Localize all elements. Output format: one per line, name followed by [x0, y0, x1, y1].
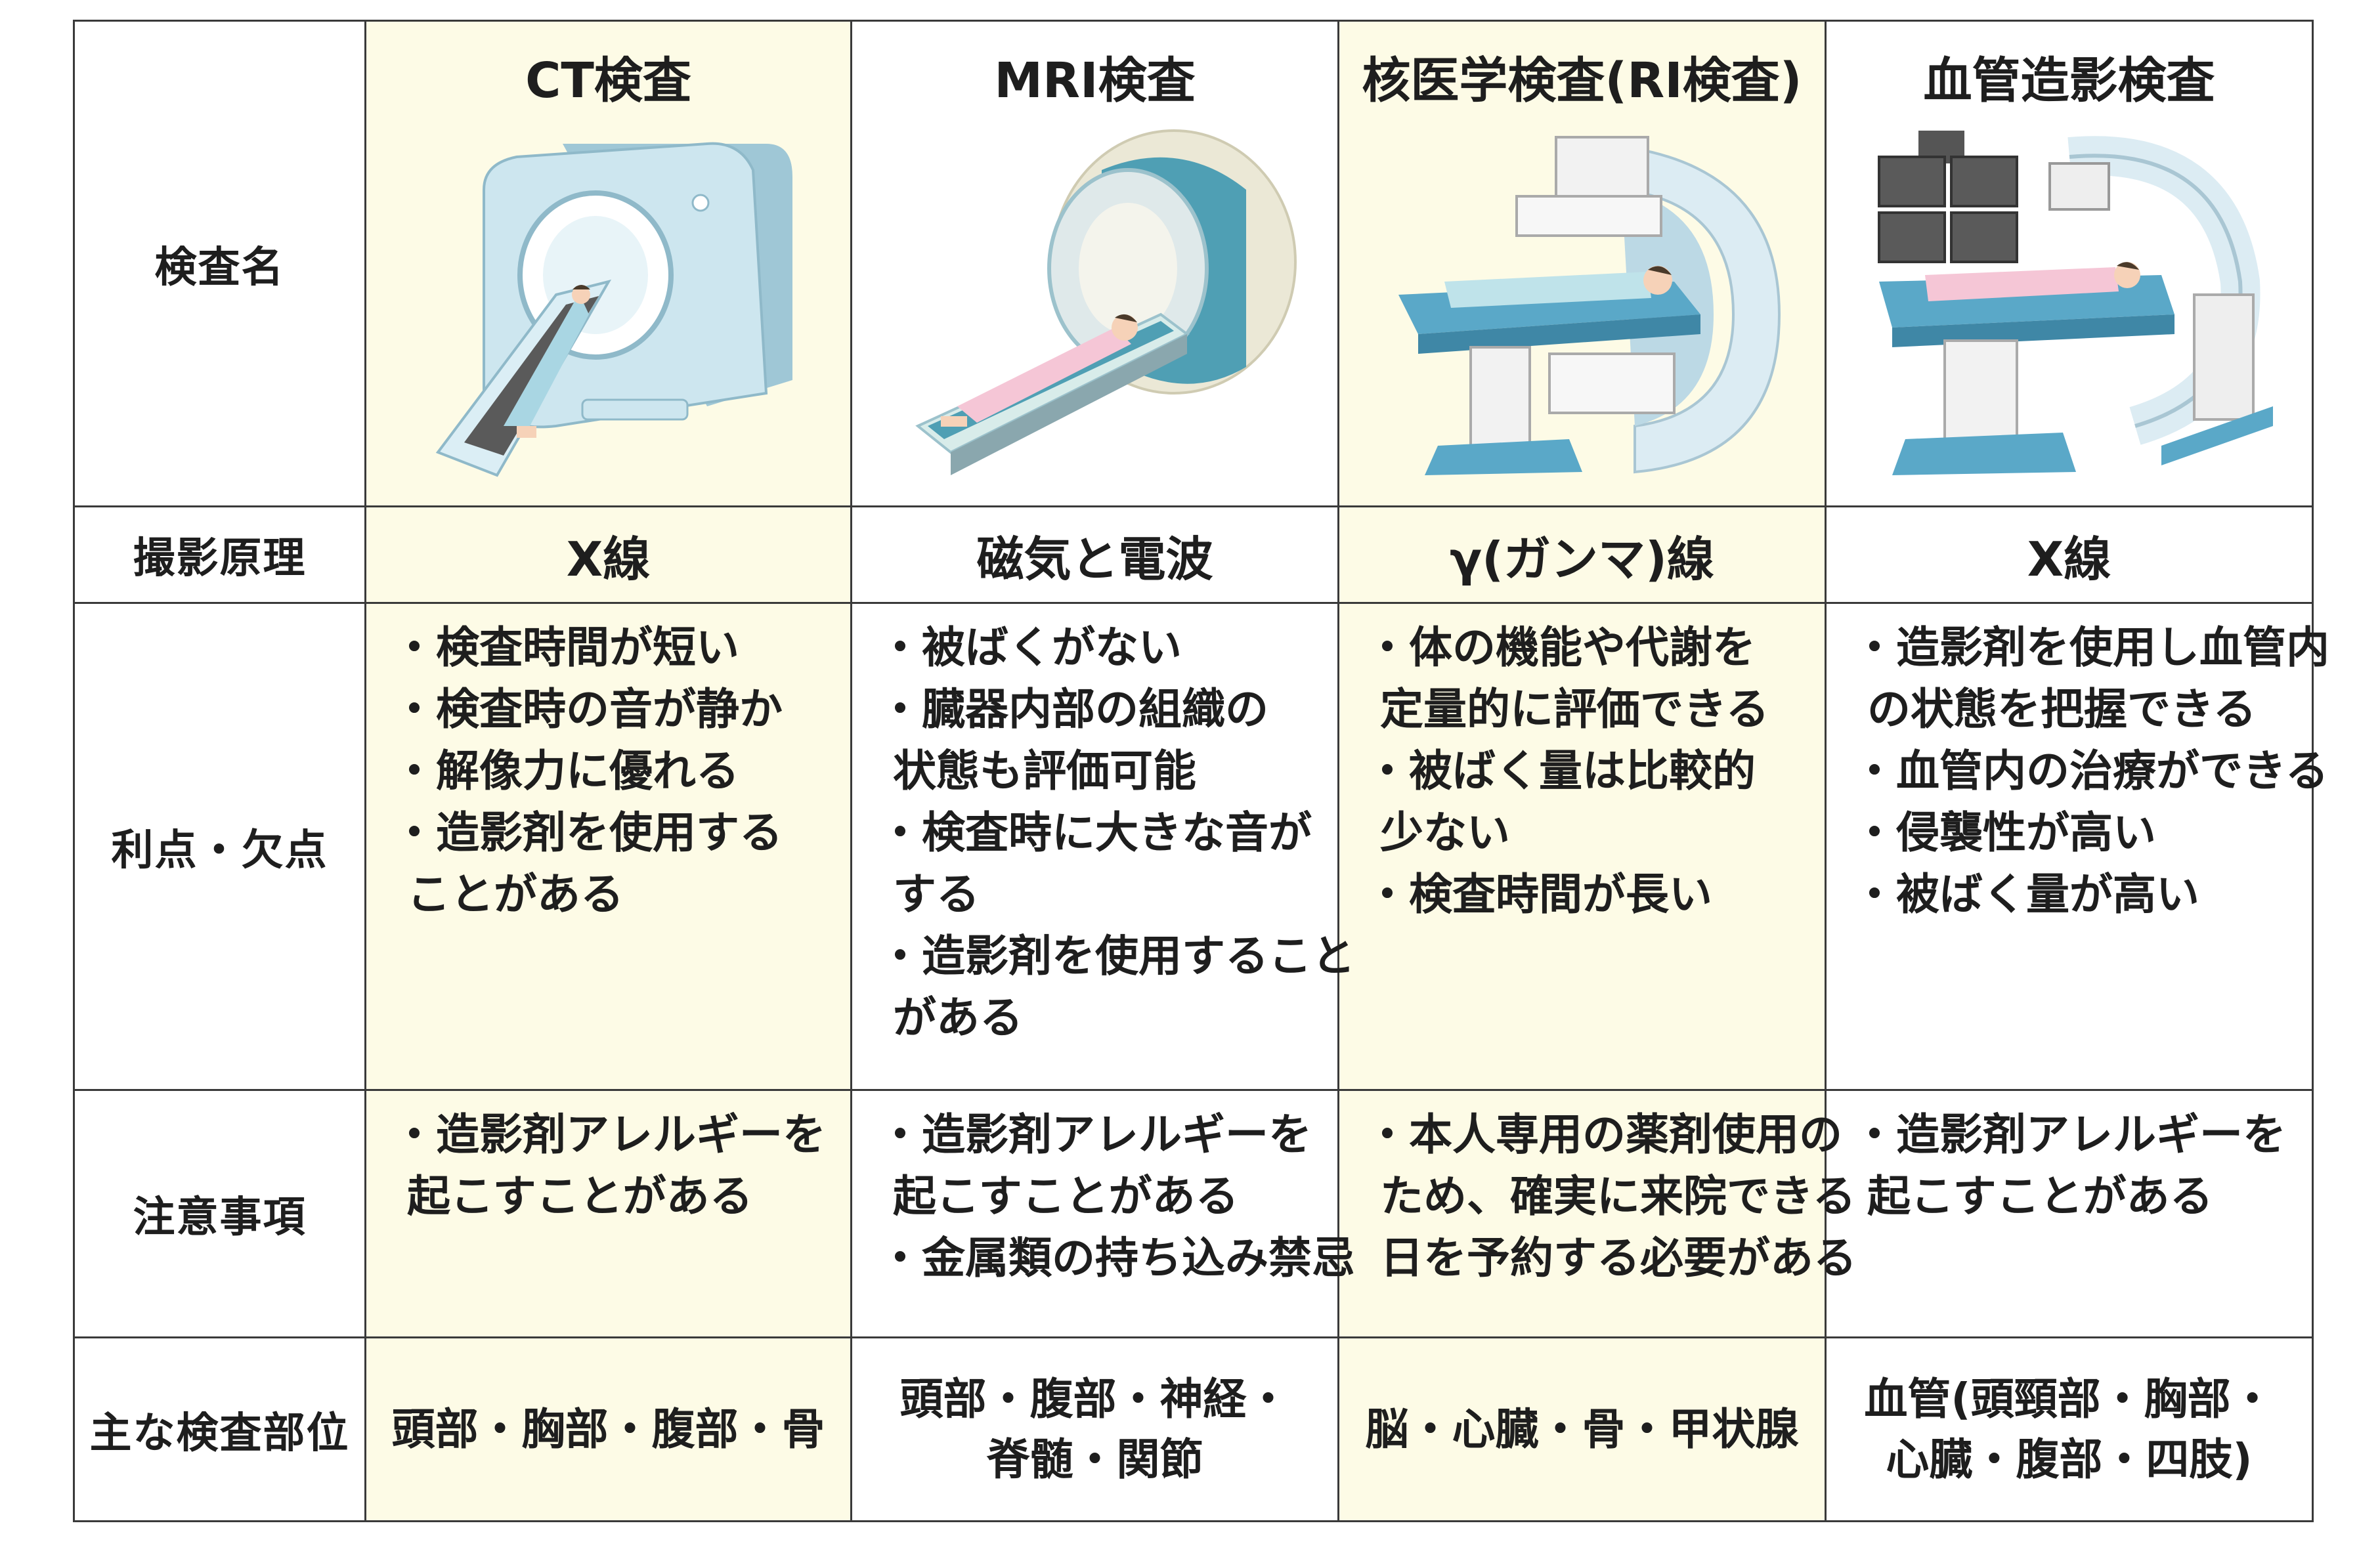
angio-notes: ・造影剤アレルギーを 起こすことがある [1825, 1089, 2314, 1338]
ct-notes-line-2: 起こすことがある [407, 1171, 753, 1222]
row-header-notes: 注意事項 [73, 1089, 366, 1338]
mri-scanner-illustration [915, 129, 1297, 475]
angiography-system-illustration [1877, 130, 2273, 475]
ct-pros-line-3: ・解像力に優れる [393, 746, 739, 796]
mri-parts: 頭部・腹部・神経・ 脊髄・関節 [850, 1336, 1339, 1522]
ct-parts-line-1: 頭部・胸部・腹部・骨 [391, 1403, 825, 1455]
row-principle: 撮影原理 X線 磁気と電波 γ(ガンマ)線 X線 [73, 505, 2314, 604]
row-pros-cons: 利点・欠点 ・検査時間が短い ・検査時の音が静か ・解像力に優れる ・造影剤を使… [73, 602, 2329, 1091]
ct-header-cell: CT検査 [364, 20, 852, 507]
mri-notes-line-3: ・金属類の持ち込み禁忌 [878, 1233, 1355, 1283]
angio-principle: X線 [1825, 505, 2314, 604]
row-notes: 注意事項 ・造影剤アレルギーを 起こすことがある ・造影剤アレルギーを 起こすこ… [73, 1089, 2314, 1338]
ct-parts: 頭部・胸部・腹部・骨 [364, 1336, 852, 1522]
angio-pros-line-2: の状態を把握できる [1867, 684, 2257, 735]
ri-notes-line-1: ・本人専用の薬剤使用の [1366, 1109, 1842, 1160]
mri-principle: 磁気と電波 [850, 505, 1339, 604]
ct-notes: ・造影剤アレルギーを 起こすことがある [364, 1089, 852, 1338]
row-header-principle: 撮影原理 [73, 505, 366, 604]
mri-pros-line-7: がある [893, 992, 1023, 1043]
mri-pros-cons: ・被ばくがない ・臓器内部の組織の 状態も評価可能 ・検査時に大きな音が する … [850, 602, 1355, 1091]
row-parts: 主な検査部位 頭部・胸部・腹部・骨 頭部・腹部・神経・ 脊髄・関節 脳・心臓・骨… [73, 1336, 2314, 1522]
mri-pros-line-4: ・検査時に大きな音が [878, 807, 1312, 858]
ct-pros-line-4: ・造影剤を使用する [393, 807, 783, 858]
angio-pros-line-3: ・血管内の治療ができる [1853, 746, 2329, 796]
ct-scanner-illustration [435, 142, 792, 477]
angio-pros-line-5: ・被ばく量が高い [1853, 869, 2199, 920]
ct-pros-cons: ・検査時間が短い ・検査時の音が静か ・解像力に優れる ・造影剤を使用する こと… [364, 602, 852, 1091]
ct-pros-line-1: ・検査時間が短い [393, 622, 739, 673]
ri-pros-cons: ・体の機能や代謝を 定量的に評価できる ・被ばく量は比較的 少ない ・検査時間が… [1337, 602, 1827, 1091]
ct-pros-line-2: ・検査時の音が静か [393, 684, 783, 735]
angio-title: 血管造影検査 [1923, 52, 2215, 109]
mri-pros-line-1: ・被ばくがない [878, 622, 1182, 673]
exam-comparison-table: 検査名 CT検査 MRI検査 [73, 20, 2329, 1522]
ri-header-cell: 核医学検査(RI検査) [1337, 20, 1827, 507]
angio-pros-cons: ・造影剤を使用し血管内 の状態を把握できる ・血管内の治療ができる ・侵襲性が高… [1825, 602, 2329, 1091]
ct-principle: X線 [364, 505, 852, 604]
angio-notes-line-1: ・造影剤アレルギーを [1853, 1109, 2286, 1160]
angio-pros-line-1: ・造影剤を使用し血管内 [1853, 622, 2329, 673]
ri-notes: ・本人専用の薬剤使用の ため、確実に来院できる 日を予約する必要がある [1337, 1089, 1857, 1338]
angio-parts-line-2: 心臓・腹部・四肢) [1886, 1434, 2253, 1485]
ct-title: CT検査 [525, 52, 691, 109]
ri-principle: γ(ガンマ)線 [1337, 505, 1827, 604]
row-header-name: 検査名 [73, 20, 366, 507]
mri-notes-line-1: ・造影剤アレルギーを [878, 1109, 1312, 1160]
mri-pros-line-5: する [893, 869, 980, 920]
angio-parts-line-1: 血管(頭頸部・胸部・ [1864, 1373, 2274, 1424]
mri-pros-line-6: ・造影剤を使用すること [878, 931, 1355, 981]
ri-pros-line-4: 少ない [1380, 807, 1510, 858]
mri-notes: ・造影剤アレルギーを 起こすことがある ・金属類の持ち込み禁忌 [850, 1089, 1355, 1338]
gamma-camera-illustration [1398, 135, 1781, 475]
row-header-parts: 主な検査部位 [73, 1336, 366, 1522]
mri-notes-line-2: 起こすことがある [893, 1171, 1239, 1222]
ri-pros-line-5: ・検査時間が長い [1366, 869, 1712, 920]
ri-pros-line-1: ・体の機能や代謝を [1366, 622, 1756, 673]
row-exam-name: 検査名 CT検査 MRI検査 [73, 20, 2314, 507]
ri-title: 核医学検査(RI検査) [1362, 52, 1802, 109]
ri-pros-line-2: 定量的に評価できる [1380, 684, 1769, 735]
ri-notes-line-3: 日を予約する必要がある [1380, 1233, 1857, 1283]
ri-parts-line-1: 脳・心臓・骨・甲状腺 [1365, 1403, 1799, 1455]
ct-pros-line-5: ことがある [407, 869, 624, 920]
mri-title: MRI検査 [994, 52, 1196, 109]
ct-notes-line-1: ・造影剤アレルギーを [393, 1109, 826, 1160]
mri-parts-line-2: 脊髄・関節 [986, 1434, 1203, 1485]
mri-pros-line-3: 状態も評価可能 [893, 746, 1196, 796]
ri-notes-line-2: ため、確実に来院できる [1380, 1171, 1856, 1222]
ri-parts: 脳・心臓・骨・甲状腺 [1337, 1336, 1827, 1522]
angio-parts: 血管(頭頸部・胸部・ 心臓・腹部・四肢) [1825, 1336, 2314, 1522]
ri-pros-line-3: ・被ばく量は比較的 [1366, 746, 1756, 796]
angio-header-cell: 血管造影検査 [1825, 20, 2314, 507]
mri-parts-line-1: 頭部・腹部・神経・ [899, 1373, 1290, 1424]
angio-pros-line-4: ・侵襲性が高い [1853, 807, 2156, 858]
mri-header-cell: MRI検査 [850, 20, 1339, 507]
row-header-pros-cons: 利点・欠点 [73, 602, 366, 1091]
mri-pros-line-2: ・臓器内部の組織の [878, 684, 1268, 735]
angio-notes-line-2: 起こすことがある [1867, 1171, 2213, 1222]
